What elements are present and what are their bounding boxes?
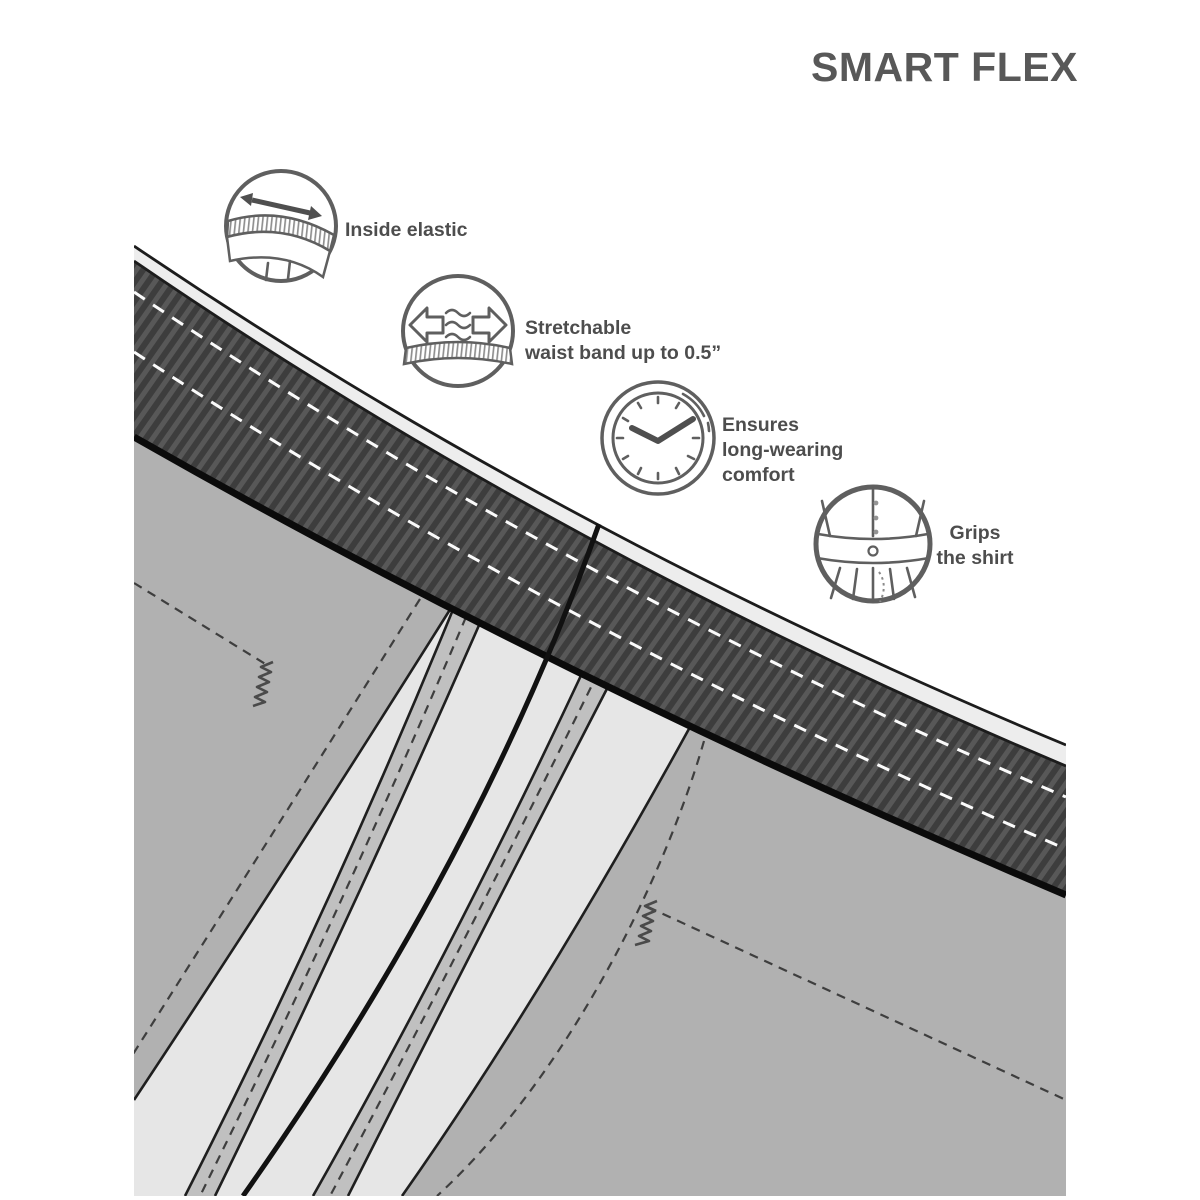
feature-stretchable-waistband: Stretchable waist band up to 0.5” (401, 274, 721, 388)
stretch-arrow-left-head (240, 193, 253, 206)
feature-label-line: Grips (950, 522, 1001, 544)
shirt-button-2 (873, 515, 879, 521)
feature-label-line: Stretchable (525, 317, 631, 339)
trouser-pleat-2 (851, 567, 859, 601)
stretch-wave-2 (444, 320, 472, 330)
feature-label-line: long-wearing (722, 439, 843, 461)
left-panel-edge-seam (134, 607, 453, 1101)
feature-grips-the-shirt: Grips the shirt (813, 484, 1014, 604)
fabric-fold-tick-1 (264, 261, 270, 282)
right-bartack-zigzag (634, 899, 658, 947)
fly-strip-right-outer-edge (346, 678, 614, 1196)
fly-strip-left (185, 612, 480, 1196)
feature-label-line: Ensures (722, 414, 799, 436)
trouser-pleat-4 (905, 566, 917, 599)
shirt-button-3 (873, 529, 879, 535)
hollow-arrow-right (471, 306, 508, 344)
right-front-panel (402, 727, 1066, 1196)
waistband-upper-stitch (134, 290, 1066, 799)
clock-hands (629, 416, 696, 444)
waistband-elastic-band (134, 261, 1066, 895)
stretch-arrow-right-head (308, 206, 322, 220)
fly-strip-right-stitch (329, 672, 599, 1196)
stretch-arrow-line (251, 197, 311, 216)
fly-strip-right-inner-edge (311, 666, 587, 1196)
waistband-center-stitch (134, 350, 1066, 851)
waistband-bottom-edge (134, 433, 1066, 899)
waistband-button (867, 545, 879, 557)
page-title: SMART FLEX (811, 44, 1078, 90)
clock-accent-arc (681, 392, 706, 418)
clock-accent-arc-small (706, 421, 711, 433)
right-pocket-stitch (647, 906, 1066, 1101)
feature-long-wearing-comfort: Ensures long-wearing comfort (600, 380, 843, 496)
waistband-inner-line (134, 259, 1066, 768)
elastic-band-texture (402, 340, 514, 366)
feature-label-line: the shirt (937, 547, 1014, 569)
gripping-waistband-top (816, 532, 930, 541)
shirt-side-fold-right (914, 499, 926, 538)
feature-label-line: comfort (722, 464, 795, 486)
fabric-fold-tick-2 (286, 259, 292, 281)
right-panel-edge-seam (400, 726, 692, 1196)
stretch-wave-3 (444, 332, 472, 342)
fly-strip-right (313, 667, 612, 1196)
feature-inside-elastic: Inside elastic (224, 169, 468, 283)
pants-front-scene (134, 244, 1066, 1196)
gripping-waistband-bottom (815, 556, 931, 565)
shirt-button-1 (873, 500, 879, 506)
shirt-side-fold-left (820, 499, 832, 538)
fly-strip-left-stitch (199, 616, 468, 1196)
waistband-top-binding (134, 246, 1066, 766)
waistband-outer-line (134, 244, 1066, 747)
feature-label-line: Inside elastic (345, 219, 468, 241)
fly-strip-left-inner-edge (213, 622, 482, 1196)
left-panel-inner-stitch (134, 598, 421, 1055)
hollow-arrow-left (408, 306, 445, 344)
right-panel-inner-stitch (436, 740, 706, 1196)
feature-label-line: waist band up to 0.5” (524, 342, 721, 364)
fly-strip-left-outer-edge (183, 611, 454, 1196)
folded-fabric-band (225, 230, 332, 280)
stretch-wave-1 (444, 308, 472, 318)
left-bartack-zigzag (252, 660, 274, 708)
left-pocket-stitch (134, 582, 268, 666)
left-front-panel (134, 437, 451, 1100)
trouser-pleat-3 (888, 567, 896, 601)
trouser-pleat-1 (829, 566, 842, 600)
center-front-seam (240, 523, 602, 1196)
